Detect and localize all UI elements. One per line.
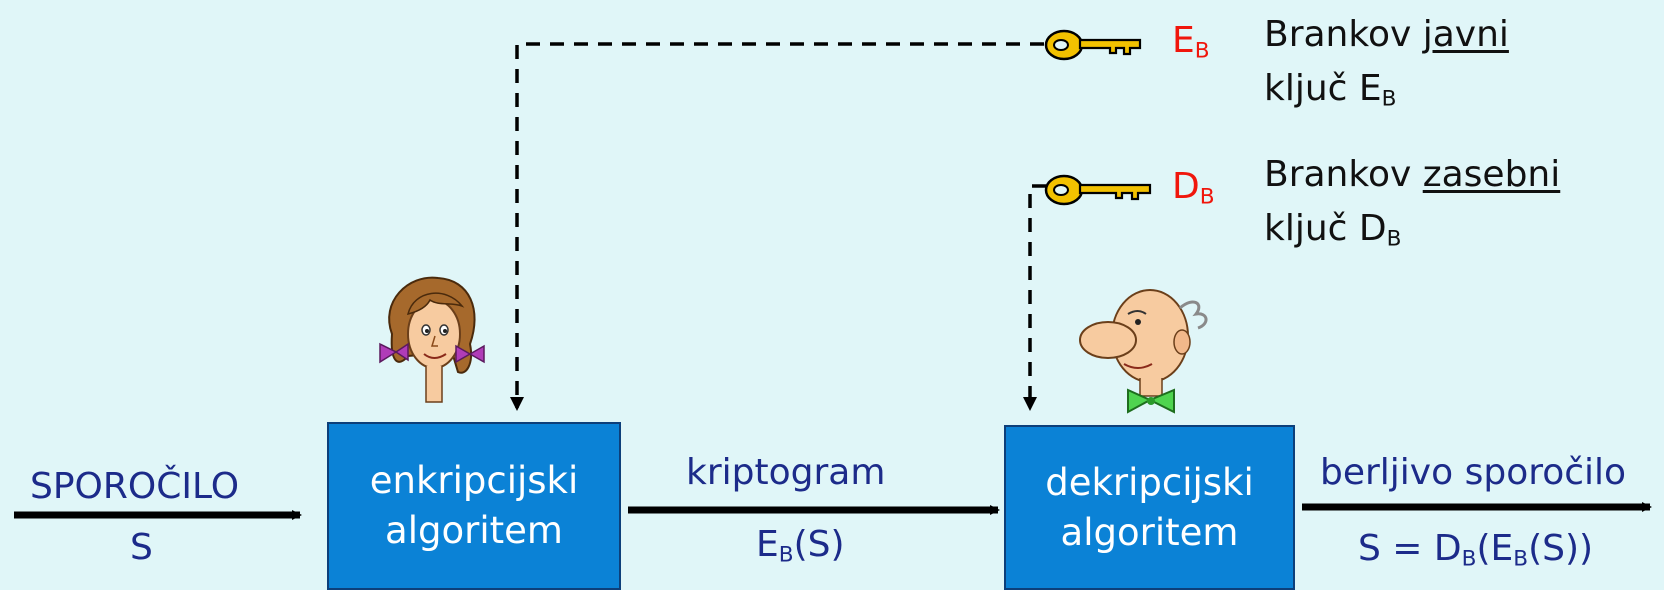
output-formula: S = DB(EB(S)): [1358, 528, 1594, 572]
output-label: berljivo sporočilo: [1320, 452, 1627, 493]
ciphertext-label: kriptogram: [686, 452, 886, 493]
private-key-description: Brankov zasebni ključ DB: [1264, 154, 1561, 252]
girl-icon: [379, 276, 485, 403]
input-symbol: S: [130, 527, 153, 568]
input-label: SPOROČILO: [30, 466, 240, 507]
encryption-box-line1: enkripcijski: [369, 459, 579, 503]
key-icon: [1044, 29, 1142, 61]
man-icon: [1079, 289, 1208, 414]
encryption-box-line2: algoritem: [385, 509, 563, 552]
decryption-box-line2: algoritem: [1060, 510, 1239, 554]
encryption-algorithm-box: enkripcijski algoritem: [327, 422, 621, 590]
public-key-tag: EB: [1172, 20, 1210, 64]
public-key-description: Brankov javni ključ EB: [1264, 14, 1509, 112]
decryption-box-line1: dekripcijski: [1045, 460, 1254, 504]
public-key-dashed-line: [510, 42, 1044, 411]
key-icon: [1044, 174, 1152, 206]
decryption-algorithm-box: dekripcijski algoritem: [1004, 425, 1295, 590]
private-key-dashed-line: [1023, 184, 1046, 411]
private-key-tag: DB: [1172, 166, 1215, 210]
ciphertext-formula: EB(S): [756, 524, 845, 568]
